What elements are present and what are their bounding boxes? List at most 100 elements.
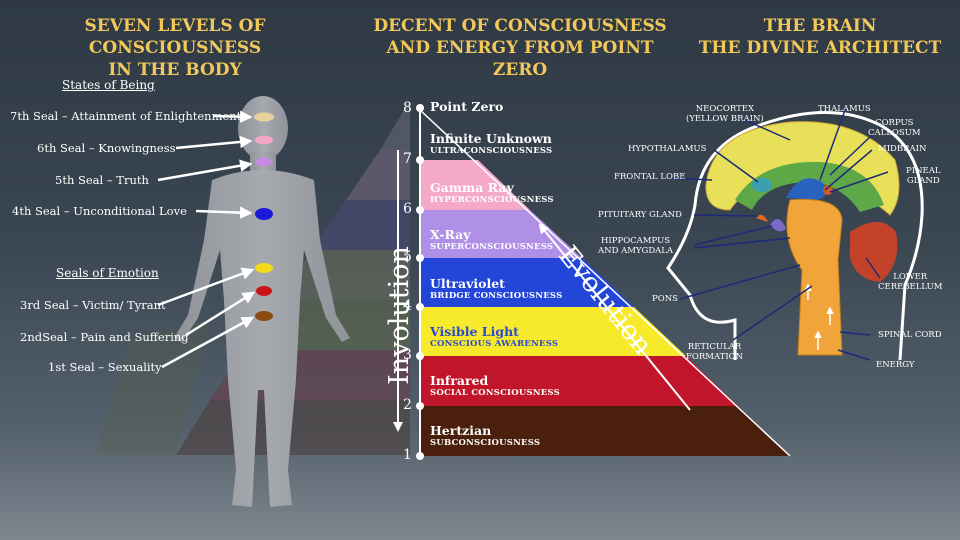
left-title-line1: SEVEN LEVELS OF CONSCIOUSNESS — [84, 16, 266, 58]
center-title-line1: DECENT OF CONSCIOUSNESS — [373, 16, 667, 36]
lower-text: LOWER — [893, 272, 928, 282]
level-5: 5 — [403, 249, 412, 265]
seal-2-label: 2ndSeal – Pain and Suffering — [20, 330, 189, 344]
spinal-cord-label: SPINAL CORD — [878, 330, 942, 340]
brainstem-shape — [786, 198, 843, 356]
band-name: X-Ray — [430, 227, 471, 242]
level-4: 4 — [403, 298, 412, 314]
seal-5-label: 5th Seal – Truth — [55, 173, 149, 187]
point-zero-text: Point Zero — [430, 99, 504, 114]
formation-text: FORMATION — [686, 352, 744, 362]
seal-1-label: 1st Seal – Sexuality — [48, 360, 162, 374]
seal-6-dot — [255, 135, 273, 145]
band-sub: SUBCONSCIOUSNESS — [430, 438, 541, 448]
center-title: DECENT OF CONSCIOUSNESS AND ENERGY FROM … — [360, 15, 680, 81]
seal-2-dot — [256, 286, 272, 296]
level-7: 7 — [403, 151, 412, 167]
level-axis — [416, 104, 424, 460]
pons-label: PONS — [652, 294, 678, 304]
band-hertzian — [420, 406, 790, 456]
band-infrared — [420, 356, 738, 406]
band-sub: BRIDGE CONSCIOUSNESS — [430, 291, 563, 301]
band-visible-light — [420, 307, 686, 356]
band-name: Infinite Unknown — [430, 131, 552, 146]
energy-label: ENERGY — [876, 360, 915, 370]
band-label-gamma-ray: Gamma Ray HYPERCONSCIOUSNESS — [430, 181, 554, 206]
head-outline — [666, 111, 924, 361]
level-6: 6 — [403, 201, 412, 217]
band-gamma-ray — [420, 160, 530, 210]
left-title: SEVEN LEVELS OF CONSCIOUSNESS IN THE BOD… — [0, 15, 350, 81]
band-label-infrared: Infrared SOCIAL CONSCIOUSNESS — [430, 374, 560, 399]
states-of-being-header: States of Being — [62, 78, 155, 92]
seal-1-dot — [255, 311, 273, 321]
right-title-line2: THE DIVINE ARCHITECT — [698, 38, 942, 58]
right-title-line1: THE BRAIN — [763, 16, 877, 36]
band-label-visible-light: Visible Light CONSCIOUS AWARENESS — [430, 325, 558, 350]
evolution-arrow — [538, 223, 691, 411]
point-zero-label: Point Zero — [430, 100, 503, 114]
band-name: Visible Light — [430, 324, 519, 339]
involution-label: Involution — [383, 246, 415, 385]
amygdala-text: AND AMYGDALA — [598, 246, 674, 256]
limbic-band — [735, 161, 884, 212]
band-sub: CONSCIOUS AWARENESS — [430, 339, 559, 349]
thalamus-shape — [786, 178, 827, 200]
seal-3-dot — [255, 263, 273, 273]
hippocampus-amygdala-label: HIPPOCAMPUS AND AMYGDALA — [598, 236, 673, 256]
seal-4-dot — [255, 208, 273, 220]
callosum-text: CALLOSUM — [868, 128, 921, 138]
band-label-ultraviolet: Ultraviolet BRIDGE CONSCIOUSNESS — [430, 277, 562, 302]
pituitary-gland-label: PITUITARY GLAND — [598, 210, 682, 220]
pineal-text: PINEAL — [906, 166, 941, 176]
thalamus-label: THALAMUS — [818, 104, 871, 114]
hypothalamus-label: HYPOTHALAMUS — [628, 144, 707, 154]
seal-3-label: 3rd Seal – Victim/ Tyrant — [20, 298, 166, 312]
band-x-ray — [420, 210, 582, 258]
center-title-line2: AND ENERGY FROM POINT ZERO — [386, 38, 654, 80]
band-name: Ultraviolet — [430, 276, 505, 291]
reticular-text: RETICULAR — [687, 342, 742, 352]
seal-4-label: 4th Seal – Unconditional Love — [12, 204, 187, 218]
brain-leader-lines — [669, 109, 889, 361]
corpus-text: CORPUS — [875, 118, 914, 128]
seal-7-dot — [254, 112, 274, 122]
cerebellum-text: CEREBELLUM — [878, 282, 943, 292]
band-name: Hertzian — [430, 423, 492, 438]
level-1: 1 — [403, 447, 412, 463]
pineal-gland-label: PINEAL GLAND — [906, 166, 941, 186]
band-label-infinite-unknown: Infinite Unknown ULTRACONSCIOUSNESS — [430, 132, 552, 157]
chakra-dots — [254, 112, 274, 321]
band-sub: SUPERCONSCIOUSNESS — [430, 242, 554, 252]
neocortex-label: NEOCORTEX (YELLOW BRAIN) — [686, 104, 764, 124]
band-ultraviolet — [420, 258, 634, 307]
hippocampus-text: HIPPOCAMPUS — [600, 236, 671, 246]
level-3: 3 — [403, 347, 412, 363]
level-8: 8 — [403, 100, 412, 116]
consciousness-pyramid — [419, 109, 791, 457]
band-name: Infrared — [430, 373, 489, 388]
gland-text: GLAND — [906, 176, 940, 186]
seal-6-label: 6th Seal – Knowingness — [37, 141, 176, 155]
band-sub: SOCIAL CONSCIOUSNESS — [430, 388, 560, 398]
reticular-formation-label: RETICULAR FORMATION — [686, 342, 743, 362]
level-2: 2 — [403, 397, 412, 413]
midbrain-label: MIDBRAIN — [878, 144, 927, 154]
seals-of-emotion-header: Seals of Emotion — [56, 266, 159, 280]
hippocampus-shape — [770, 219, 786, 232]
corpus-callosum-label: CORPUS CALLOSUM — [868, 118, 921, 138]
band-label-x-ray: X-Ray SUPERCONSCIOUSNESS — [430, 228, 553, 253]
neocortex-text: NEOCORTEX — [695, 104, 754, 114]
band-sub: HYPERCONSCIOUSNESS — [430, 195, 554, 205]
frontal-lobe-label: FRONTAL LOBE — [614, 172, 686, 182]
cerebellum-shape — [850, 222, 898, 282]
seal-5-dot — [255, 157, 273, 167]
neocortex-sub-text: (YELLOW BRAIN) — [686, 114, 764, 124]
seal-arrows — [157, 110, 256, 369]
left-title-line2: IN THE BODY — [108, 60, 242, 80]
lower-cerebellum-label: LOWER CEREBELLUM — [878, 272, 942, 292]
band-sub: ULTRACONSCIOUSNESS — [430, 146, 553, 156]
band-name: Gamma Ray — [430, 180, 514, 195]
